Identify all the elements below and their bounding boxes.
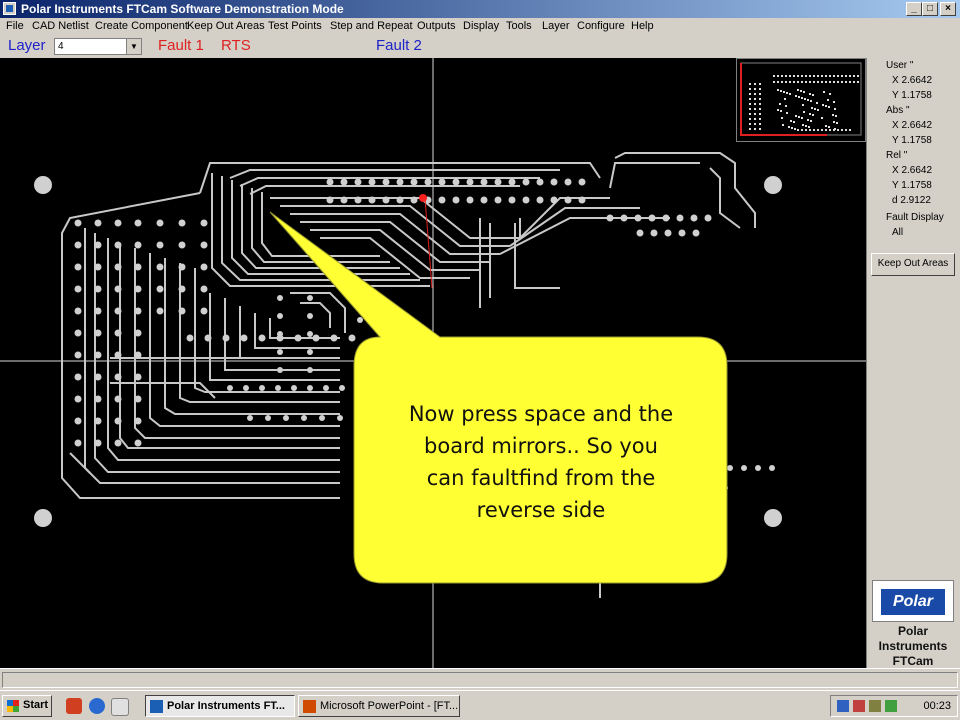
probe-point xyxy=(419,194,427,202)
pcb-pads xyxy=(74,178,775,491)
rel-y: Y 1.1758 xyxy=(892,180,932,191)
probe-line xyxy=(424,197,433,289)
layer-select-value: 4 xyxy=(58,41,64,52)
close-button[interactable]: × xyxy=(940,2,956,16)
layer-label: Layer xyxy=(8,37,46,54)
polar-logo-text: Polar xyxy=(881,589,945,615)
quicklaunch-app-icon[interactable] xyxy=(66,698,82,714)
menu-cad-netlist[interactable]: CAD Netlist xyxy=(32,20,89,32)
user-label: User " xyxy=(886,60,914,71)
abs-y: Y 1.1758 xyxy=(892,135,932,146)
clock: 00:23 xyxy=(923,700,951,712)
menu-keep-out-areas[interactable]: Keep Out Areas xyxy=(187,20,265,32)
callout-line1: Now press space and the xyxy=(408,402,674,426)
windows-flag-icon xyxy=(7,700,19,712)
app-icon[interactable] xyxy=(3,2,16,15)
callout-text: Now press space and the board mirrors.. … xyxy=(360,398,722,526)
maximize-button[interactable]: □ xyxy=(922,2,938,16)
layer-toolbar: Layer 4 ▼ Fault 1 RTS Fault 2 xyxy=(0,36,960,58)
rel-x: X 2.6642 xyxy=(892,165,933,176)
menu-test-points[interactable]: Test Points xyxy=(268,20,322,32)
brand-text: Polar Instruments FTCam xyxy=(866,624,960,669)
callout-line4: reverse side xyxy=(476,498,606,522)
menu-display[interactable]: Display xyxy=(463,20,500,32)
powerpoint-icon xyxy=(303,700,316,713)
window-title: Polar Instruments FTCam Software Demonst… xyxy=(21,2,344,16)
polar-logo: Polar xyxy=(872,580,954,622)
quicklaunch-edit-icon[interactable] xyxy=(111,698,129,716)
menu-step-and-repeat[interactable]: Step and Repeat xyxy=(330,20,413,32)
task-polar-instruments[interactable]: Polar Instruments FT... xyxy=(145,695,295,717)
fault1-label: Fault 1 xyxy=(158,37,204,54)
fault-display-value: All xyxy=(892,227,904,238)
internet-explorer-icon[interactable] xyxy=(89,698,105,714)
task1-label: Polar Instruments FT... xyxy=(167,700,285,712)
callout-line2: board mirrors.. So you xyxy=(424,434,658,458)
abs-x: X 2.6642 xyxy=(892,120,933,131)
menu-outputs[interactable]: Outputs xyxy=(417,20,456,32)
task-powerpoint[interactable]: Microsoft PowerPoint - [FT... xyxy=(298,695,460,717)
rel-label: Rel " xyxy=(886,150,908,161)
menu-create-component[interactable]: Create Component xyxy=(95,20,188,32)
title-bar: Polar Instruments FTCam Software Demonst… xyxy=(0,0,960,18)
fault2-label: Fault 2 xyxy=(376,37,422,54)
overview-minimap[interactable] xyxy=(736,58,866,142)
callout-line3: can faultfind from the xyxy=(426,466,656,490)
system-tray: 00:23 xyxy=(830,695,958,717)
menu-layer[interactable]: Layer xyxy=(542,20,570,32)
mounting-holes xyxy=(34,176,782,527)
abs-label: Abs " xyxy=(886,105,910,116)
keep-out-areas-button[interactable]: Keep Out Areas xyxy=(871,253,955,276)
tray-status-icon[interactable] xyxy=(885,700,897,712)
rel-d: d 2.9122 xyxy=(892,195,931,206)
right-panel xyxy=(866,58,960,668)
fault-display-label: Fault Display xyxy=(886,212,944,223)
taskbar: Start Polar Instruments FT... Microsoft … xyxy=(0,690,960,720)
menu-tools[interactable]: Tools xyxy=(506,20,532,32)
status-bar xyxy=(0,668,960,690)
brand-line3: FTCam xyxy=(892,654,934,668)
ftcam-app-icon xyxy=(150,700,163,713)
user-x: X 2.6642 xyxy=(892,75,933,86)
start-button[interactable]: Start xyxy=(2,695,52,717)
brand-line2: Instruments xyxy=(878,639,948,653)
task2-label: Microsoft PowerPoint - [FT... xyxy=(320,700,459,712)
start-label: Start xyxy=(23,699,49,711)
tray-volume-icon[interactable] xyxy=(869,700,881,712)
user-y: Y 1.1758 xyxy=(892,90,932,101)
coordinate-readouts: User " X 2.6642 Y 1.1758 Abs " X 2.6642 … xyxy=(886,58,944,240)
tray-network-icon[interactable] xyxy=(837,700,849,712)
layer-select[interactable]: 4 ▼ xyxy=(54,38,142,55)
minimize-button[interactable]: _ xyxy=(906,2,922,16)
menu-file[interactable]: File xyxy=(6,20,24,32)
rts-label: RTS xyxy=(221,37,251,54)
menu-help[interactable]: Help xyxy=(631,20,654,32)
brand-line1: Polar xyxy=(897,624,928,638)
chevron-down-icon[interactable]: ▼ xyxy=(126,39,141,54)
menu-bar: File CAD Netlist Create Component Keep O… xyxy=(0,18,960,36)
menu-configure[interactable]: Configure xyxy=(577,20,625,32)
tray-app-icon[interactable] xyxy=(853,700,865,712)
pcb-traces xyxy=(61,152,756,499)
pcb-artwork xyxy=(0,58,866,668)
